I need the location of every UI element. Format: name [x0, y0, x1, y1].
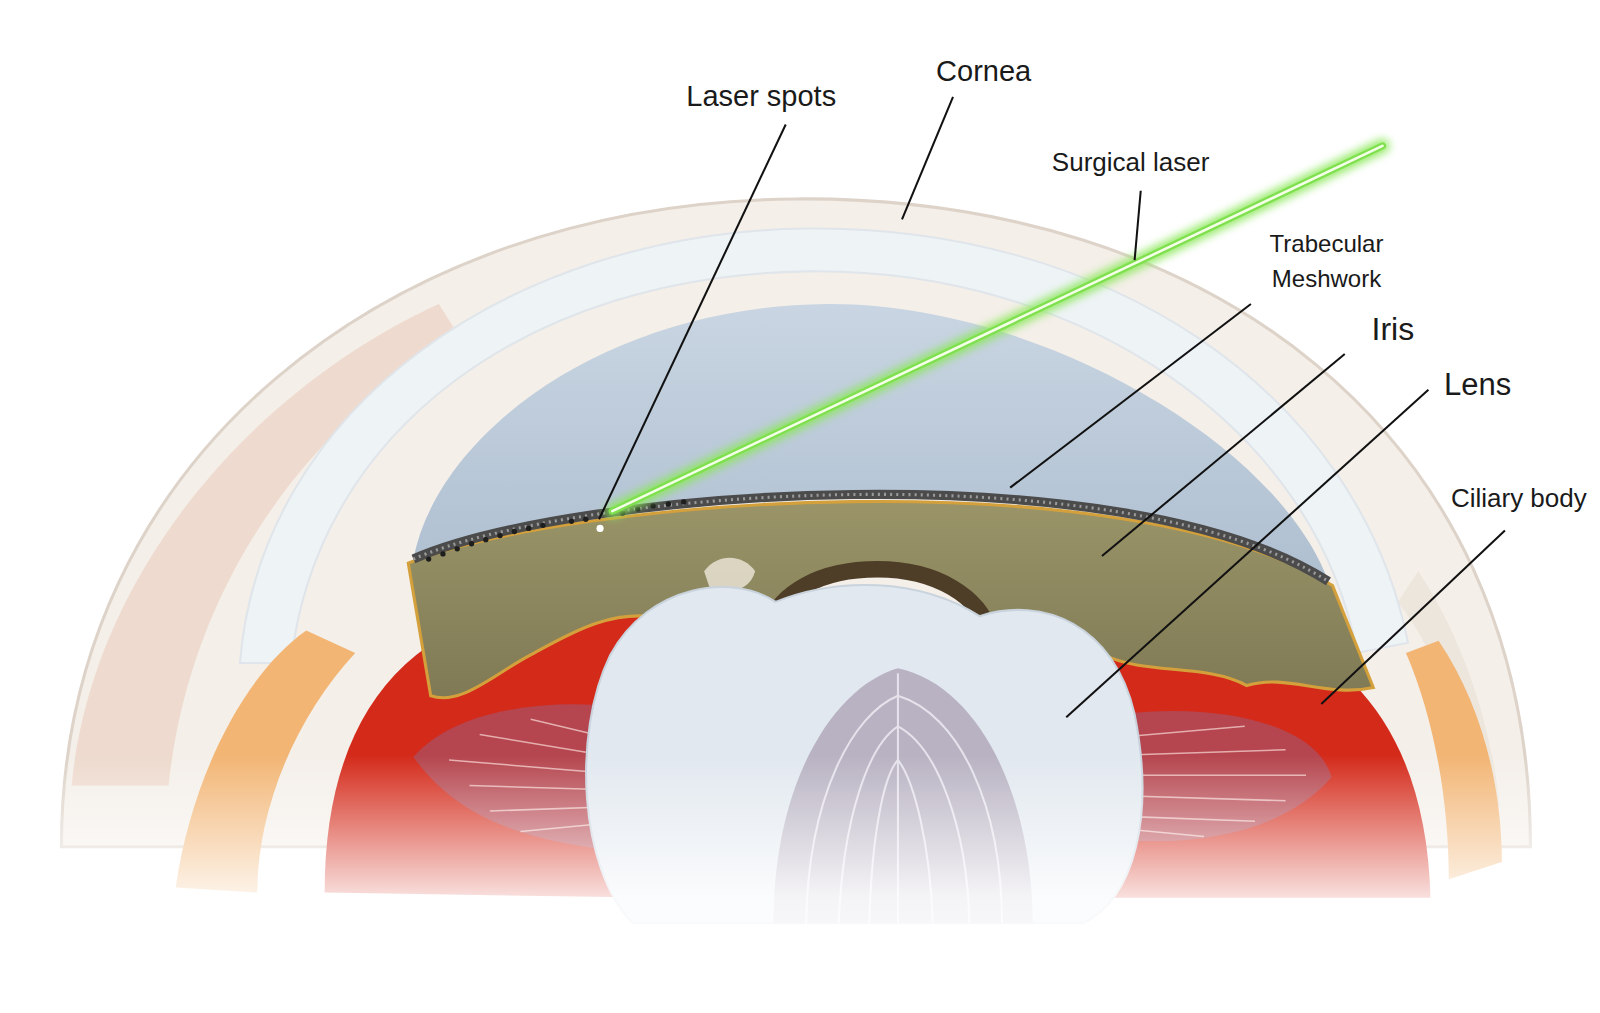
part-label: Lens — [1444, 367, 1511, 403]
leader-line — [599, 124, 786, 519]
part-label: Trabecular Meshwork — [1245, 227, 1408, 297]
leader-line — [1102, 354, 1345, 556]
part-label: Laser spots — [686, 80, 836, 113]
laser-spots — [426, 499, 686, 561]
leader-line — [1010, 304, 1251, 488]
leader-lines — [599, 97, 1505, 717]
part-label: Ciliary body — [1451, 484, 1587, 514]
leader-line — [902, 97, 953, 219]
trabecular-meshwork-texture — [413, 494, 1328, 581]
fade-overlay — [0, 755, 1600, 1013]
part-label: Surgical laser — [1052, 148, 1210, 178]
laser-beam — [612, 146, 1382, 511]
laser-core — [612, 146, 1382, 511]
leader-line — [1321, 530, 1505, 703]
laser-spot-active — [596, 525, 603, 532]
part-label: Iris — [1372, 311, 1415, 348]
laser-glow — [612, 146, 1382, 511]
leader-line — [1135, 191, 1141, 260]
part-label: Cornea — [936, 55, 1031, 88]
trabecular-meshwork — [413, 494, 1328, 581]
leader-line — [1066, 390, 1428, 717]
